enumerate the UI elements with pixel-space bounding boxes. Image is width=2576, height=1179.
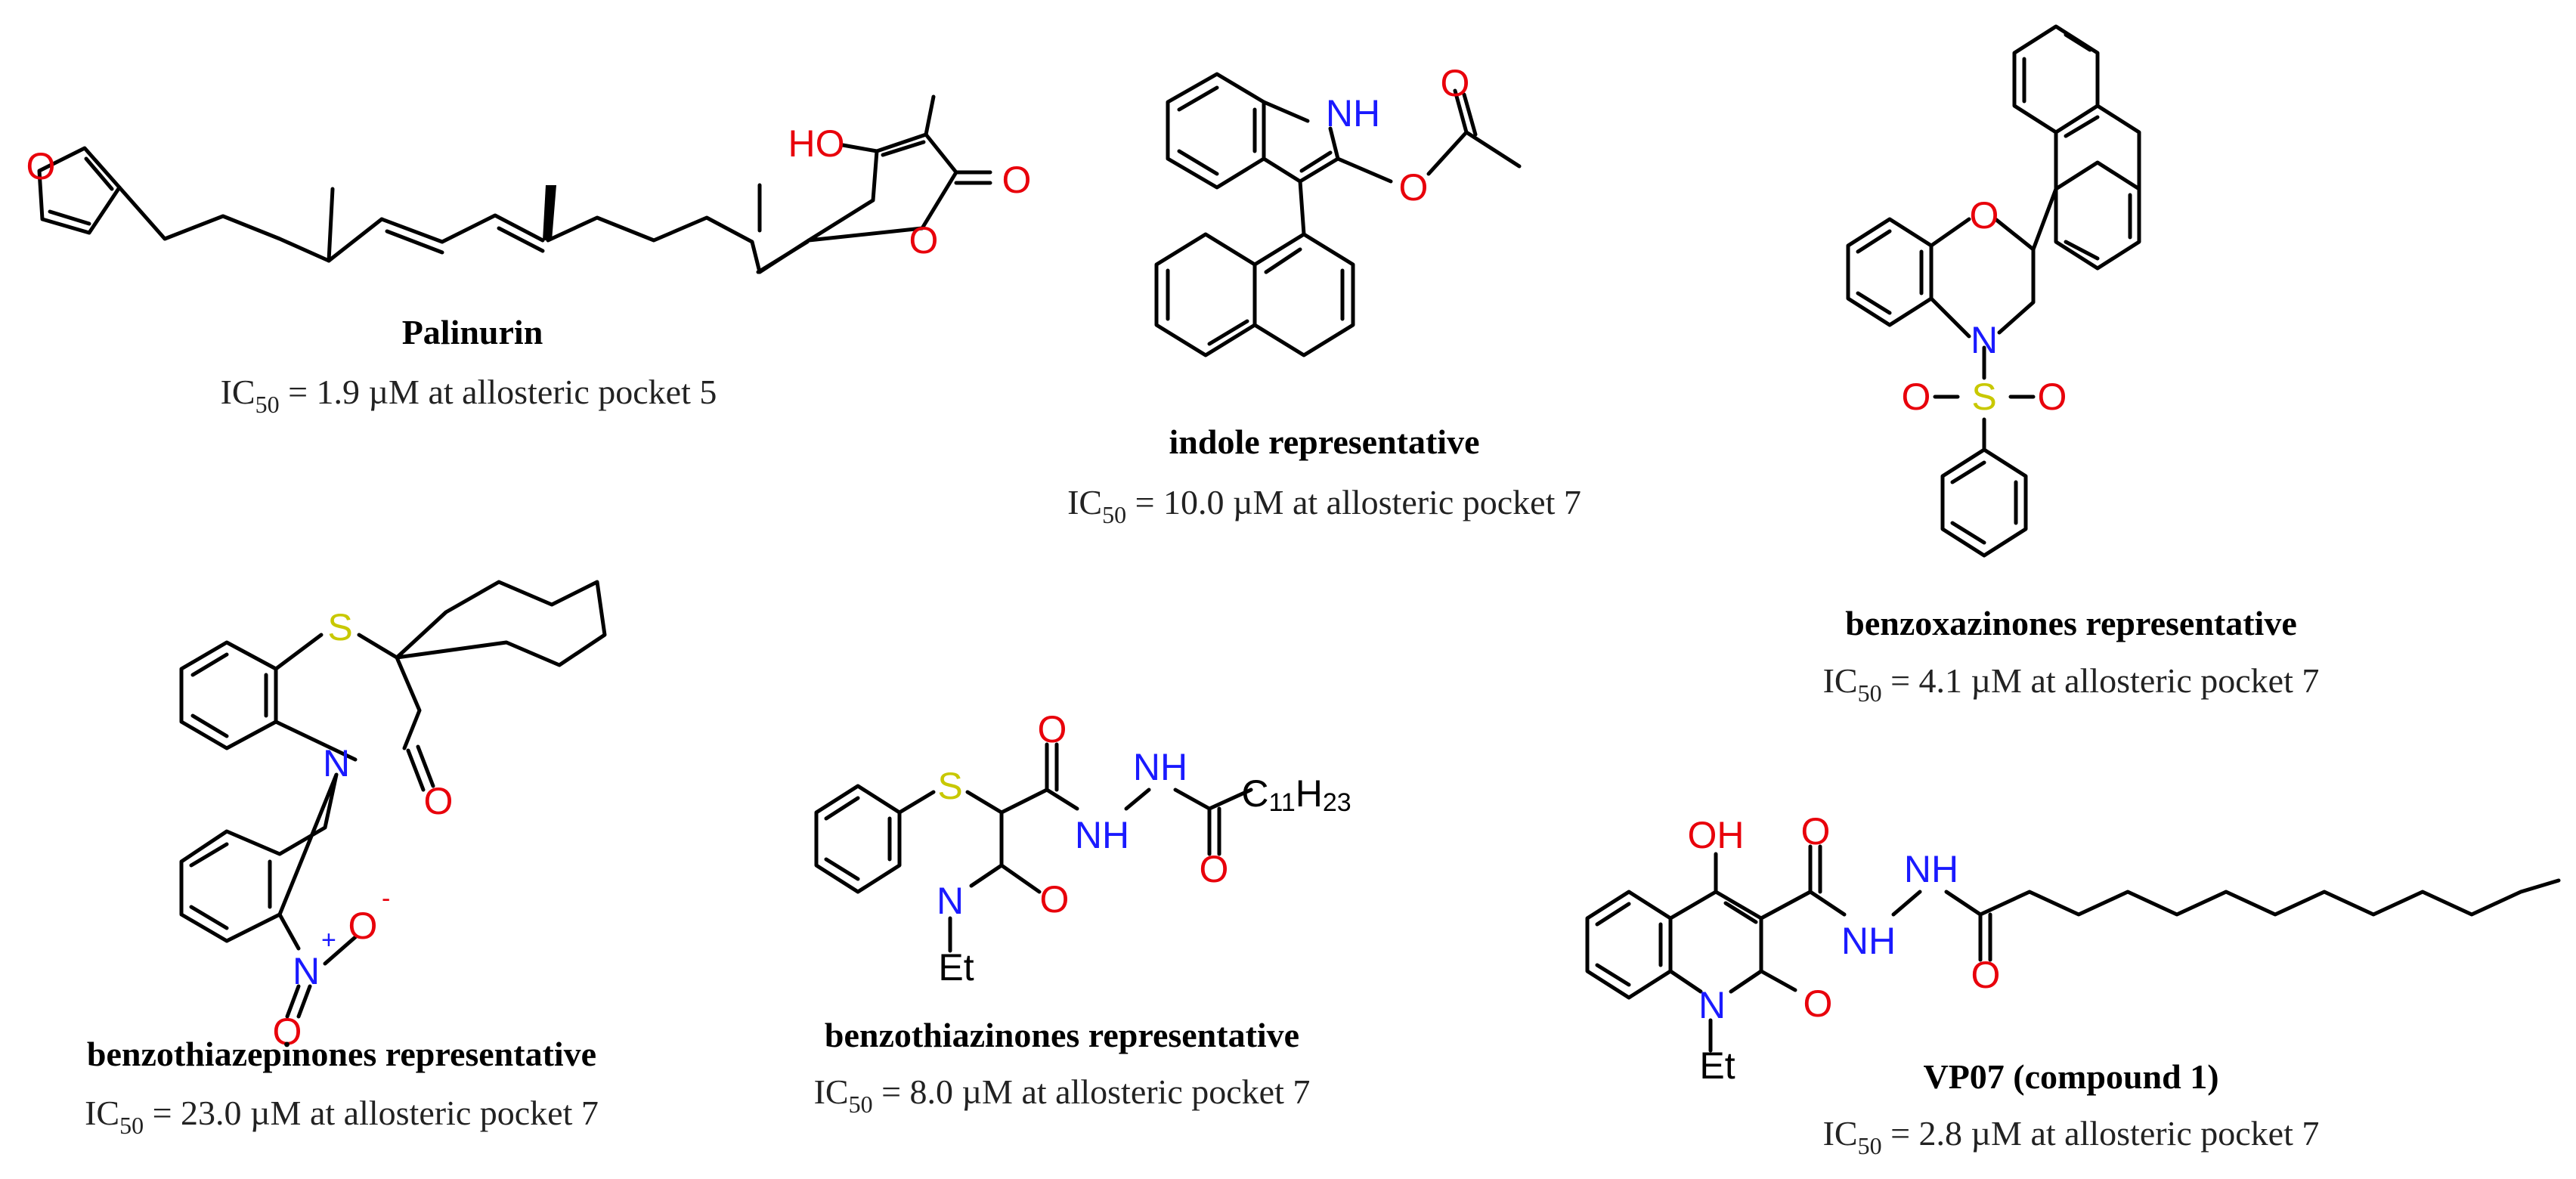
vp07-o-ring: O bbox=[1804, 982, 1833, 1025]
vp07-name: VP07 (compound 1) bbox=[1923, 1057, 2218, 1096]
benzothiazepinone-o: O bbox=[424, 780, 454, 822]
palinurin-ho: HO bbox=[788, 122, 845, 165]
benzothiazinone-chain: C11H23 bbox=[1241, 772, 1351, 817]
benzothiazinone-name: benzothiazinones representative bbox=[825, 1016, 1299, 1054]
benzothiazepinone-ic50: IC50 = 23.0 µM at allosteric pocket 7 bbox=[85, 1094, 599, 1139]
indole-ester-o: O bbox=[1399, 166, 1429, 209]
indole-ic50: IC50 = 10.0 µM at allosteric pocket 7 bbox=[1067, 483, 1581, 528]
benzoxazinone-so-left: O bbox=[1902, 376, 1931, 418]
benzothiazinone-nh1: NH bbox=[1075, 814, 1129, 856]
benzothiazepinone-minus: - bbox=[382, 884, 390, 913]
benzothiazepinone-nitro-o-minus: O bbox=[348, 905, 378, 947]
vp07-structure bbox=[1585, 844, 2561, 1053]
vp07-nh2: NH bbox=[1904, 848, 1958, 890]
indole-structure bbox=[1154, 72, 1522, 357]
palinurin-name: Palinurin bbox=[402, 313, 543, 351]
palinurin-ic50: IC50 = 1.9 µM at allosteric pocket 5 bbox=[221, 373, 717, 418]
benzothiazinone-o-acyl: O bbox=[1200, 848, 1229, 890]
vp07-nh1: NH bbox=[1841, 920, 1896, 962]
benzothiazepinone-nitro-plus: + bbox=[321, 926, 336, 955]
vp07-oh: OH bbox=[1688, 814, 1745, 856]
benzothiazinone-structure bbox=[814, 742, 1253, 953]
benzoxazinone-name: benzoxazinones representative bbox=[1845, 604, 2297, 642]
benzothiazepinone-name: benzothiazepinones representative bbox=[87, 1035, 596, 1073]
benzothiazinone-nh2: NH bbox=[1133, 746, 1187, 788]
benzoxazinone-s: S bbox=[1971, 376, 1996, 418]
benzoxazinone-ic50: IC50 = 4.1 µM at allosteric pocket 7 bbox=[1823, 661, 2320, 707]
benzothiazinone-ic50: IC50 = 8.0 µM at allosteric pocket 7 bbox=[814, 1072, 1311, 1118]
benzothiazinone-o-amide: O bbox=[1038, 708, 1067, 750]
indole-carbonyl-o: O bbox=[1441, 62, 1470, 104]
benzothiazepinone-s: S bbox=[327, 606, 352, 648]
benzoxazinone-so-right: O bbox=[2038, 376, 2067, 418]
benzothiazinone-et: Et bbox=[938, 946, 974, 989]
vp07-ic50: IC50 = 2.8 µM at allosteric pocket 7 bbox=[1823, 1114, 2320, 1159]
benzothiazinone-o-ring: O bbox=[1040, 878, 1070, 921]
vp07-et: Et bbox=[1699, 1044, 1735, 1087]
indole-nh: NH bbox=[1326, 92, 1380, 135]
benzothiazinone-s: S bbox=[937, 765, 962, 807]
indole-name: indole representative bbox=[1169, 422, 1480, 461]
benzothiazepinone-n: N bbox=[323, 742, 350, 784]
vp07-o-amide: O bbox=[1801, 810, 1831, 853]
benzothiazinone-n: N bbox=[937, 880, 964, 922]
palinurin-lactone-o: O bbox=[1002, 159, 1032, 201]
benzoxazinone-n: N bbox=[1971, 319, 1998, 361]
benzothiazepinone-structure bbox=[179, 580, 607, 1019]
vp07-n: N bbox=[1698, 984, 1726, 1026]
benzoxazinone-ring-o: O bbox=[1970, 194, 1999, 237]
vp07-o-acyl: O bbox=[1971, 954, 2001, 996]
benzothiazepinone-nitro-n: N bbox=[293, 950, 320, 992]
benzoxazinone-structure bbox=[1846, 24, 2141, 558]
palinurin-ring-o: O bbox=[909, 219, 939, 261]
benzothiazepinone-nitro-o: O bbox=[273, 1010, 302, 1053]
palinurin-furan-o: O bbox=[26, 145, 56, 187]
palinurin-structure bbox=[37, 94, 992, 274]
